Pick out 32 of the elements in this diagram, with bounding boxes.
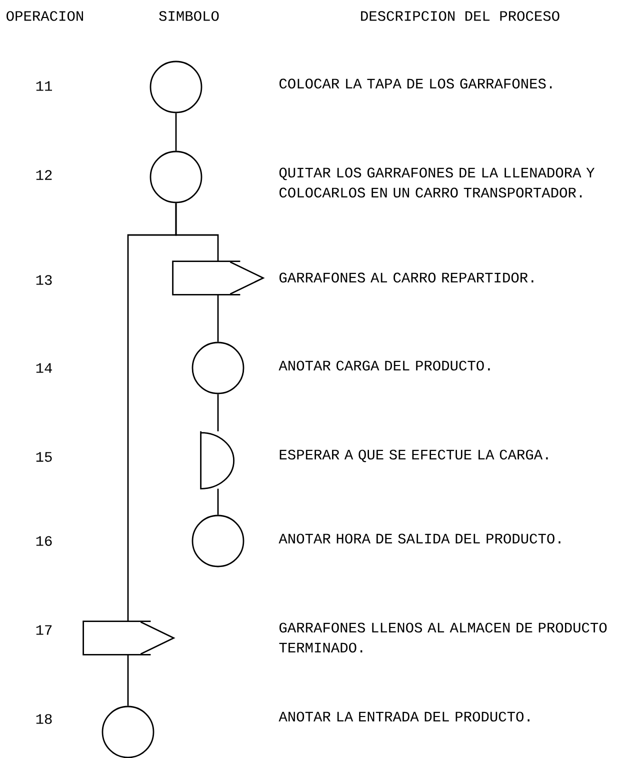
operation-number: 12 bbox=[36, 170, 52, 180]
process-description: ANOTAR HORA DE SALIDA DEL PRODUCTO. bbox=[278, 534, 560, 544]
process-description: GARRAFONES LLENOS AL ALMACEN DE PRODUCTO TERMINADO. bbox=[279, 622, 607, 653]
operation-circle bbox=[150, 60, 202, 114]
operation-number: 17 bbox=[36, 625, 52, 635]
operation-number: 14 bbox=[36, 363, 52, 373]
operation-circle bbox=[192, 514, 244, 568]
transport-arrow bbox=[82, 620, 176, 656]
process-description: QUITAR LOS GARRAFONES DE LA LLENADORA Y COLOCARLOS EN UN CARRO TRANSPORTADOR. bbox=[279, 168, 595, 198]
operation-number: 11 bbox=[36, 81, 52, 91]
operation-number: 15 bbox=[36, 452, 52, 462]
operation-circle bbox=[192, 342, 244, 394]
operation-number: 18 bbox=[36, 714, 52, 724]
connector-line bbox=[127, 654, 129, 706]
process-description: ANOTAR LA ENTRADA DEL PRODUCTO. bbox=[278, 712, 530, 722]
process-description: GARRAFONES AL CARRO REPARTIDOR. bbox=[280, 272, 534, 283]
operation-number: 13 bbox=[36, 275, 52, 285]
process-description: ESPERAR A QUE SE EFECTUE LA CARGA. bbox=[280, 450, 548, 462]
process-description: COLOCAR LA TAPA DE LOS GARRAFONES. bbox=[280, 78, 552, 89]
delay-symbol bbox=[200, 431, 234, 490]
operation-number: 16 bbox=[36, 536, 52, 546]
connector-line bbox=[217, 294, 219, 342]
connector-line bbox=[127, 203, 177, 622]
column-header: OPERACION bbox=[6, 11, 83, 21]
connector-line bbox=[217, 394, 219, 432]
process-description: ANOTAR CARGA DEL PRODUCTO. bbox=[278, 360, 490, 371]
operation-circle bbox=[150, 150, 202, 204]
column-header: DESCRIPCION DEL PROCESO bbox=[361, 11, 560, 21]
transport-arrow bbox=[172, 260, 265, 296]
column-header: SIMBOLO bbox=[159, 11, 219, 21]
connector-line bbox=[175, 113, 177, 151]
connector-line bbox=[217, 488, 219, 515]
